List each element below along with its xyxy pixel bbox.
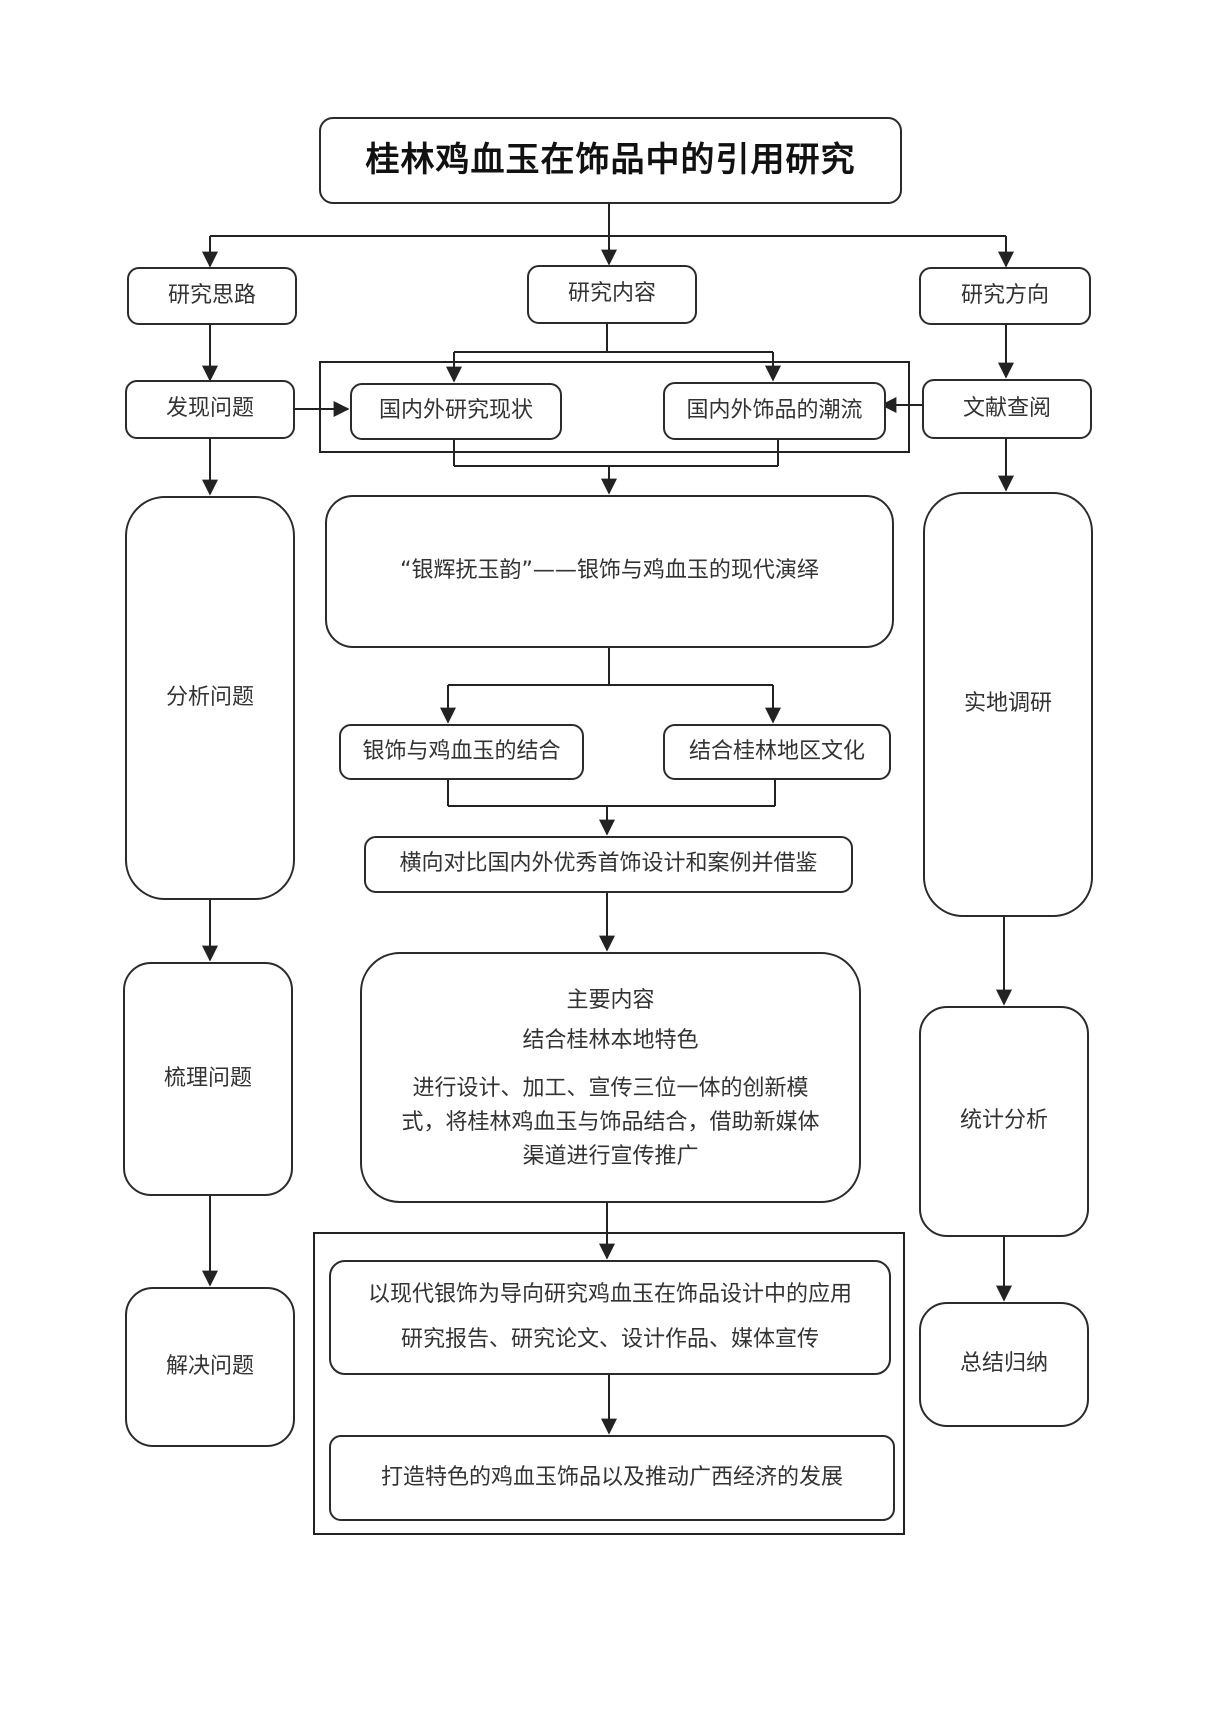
outcome-line-2: 研究报告、研究论文、设计作品、媒体宣传 <box>400 1326 819 1352</box>
right-step-literature: 文献查阅 <box>922 379 1092 439</box>
right-step-statistics: 统计分析 <box>919 1006 1089 1237</box>
main-content-heading: 主要内容 <box>566 987 655 1013</box>
center-column-header: 研究内容 <box>527 265 697 324</box>
jewelry-trend-box: 国内外饰品的潮流 <box>663 382 886 440</box>
compare-box: 横向对比国内外优秀首饰设计和案例并借鉴 <box>364 836 853 893</box>
results-frame <box>313 1232 905 1535</box>
combine-culture-box: 结合桂林地区文化 <box>663 724 891 780</box>
main-content-body: 进行设计、加工、宣传三位一体的创新模式，将桂林鸡血玉与饰品结合，借助新媒体渠道进… <box>401 1075 820 1170</box>
outcome-line-1: 以现代银饰为导向研究鸡血玉在饰品设计中的应用 <box>367 1281 852 1307</box>
research-basis-frame <box>319 361 910 453</box>
main-content-box: 主要内容 结合桂林本地特色 进行设计、加工、宣传三位一体的创新模式，将桂林鸡血玉… <box>360 952 861 1203</box>
diagram-title: 桂林鸡血玉在饰品中的引用研究 <box>319 117 902 204</box>
left-step-solve: 解决问题 <box>125 1287 295 1447</box>
right-step-summary: 总结归纳 <box>919 1302 1089 1427</box>
theme-box: “银辉抚玉韵”——银饰与鸡血玉的现代演绎 <box>325 495 894 648</box>
left-step-analyze: 分析问题 <box>125 496 295 900</box>
left-step-discover: 发现问题 <box>125 380 295 439</box>
goal-box: 打造特色的鸡血玉饰品以及推动广西经济的发展 <box>329 1435 895 1521</box>
combine-silver-box: 银饰与鸡血玉的结合 <box>339 724 584 780</box>
right-column-header: 研究方向 <box>919 267 1091 325</box>
left-step-organize: 梳理问题 <box>123 962 293 1196</box>
main-content-subheading: 结合桂林本地特色 <box>522 1028 699 1054</box>
left-column-header: 研究思路 <box>127 267 297 325</box>
right-step-fieldwork: 实地调研 <box>923 492 1093 917</box>
research-status-box: 国内外研究现状 <box>350 383 562 440</box>
outcome-box: 以现代银饰为导向研究鸡血玉在饰品设计中的应用 研究报告、研究论文、设计作品、媒体… <box>329 1260 891 1375</box>
